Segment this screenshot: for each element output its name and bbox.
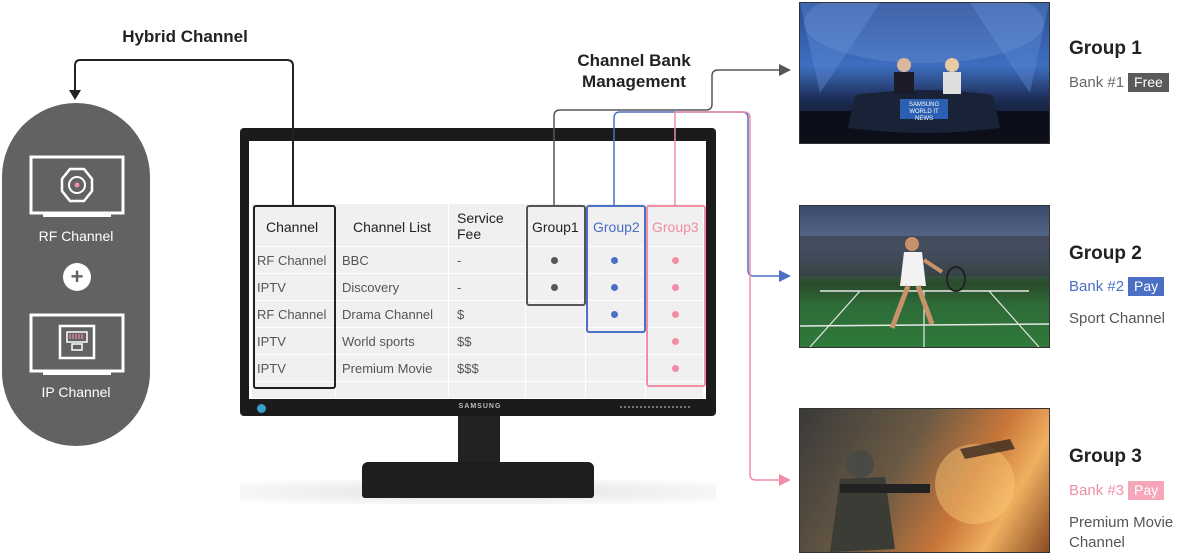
source-pill: RF Channel + IP Channel xyxy=(2,103,150,446)
col-header-group3: Group3 xyxy=(652,219,699,235)
group2-badge: Pay xyxy=(1128,277,1165,296)
news-logo-line2: WORLD IT NEWS xyxy=(909,109,939,122)
row4-channel: IPTV xyxy=(257,334,286,349)
row2-list: Discovery xyxy=(342,280,400,295)
table-divider xyxy=(252,300,703,301)
row1-list: BBC xyxy=(342,253,369,268)
table-col-divider xyxy=(448,204,449,398)
table-divider xyxy=(252,246,703,247)
row3-channel: RF Channel xyxy=(257,307,327,322)
channel-bank-title-line2: Management xyxy=(582,72,686,91)
group2-dot xyxy=(611,284,618,291)
group3-dot xyxy=(672,311,679,318)
row3-list: Drama Channel xyxy=(342,307,434,322)
row1-fee: - xyxy=(457,253,462,268)
channel-bank-title: Channel Bank Management xyxy=(556,50,712,92)
channel-table xyxy=(252,204,703,398)
tennis-image xyxy=(799,205,1050,348)
group1-highlight xyxy=(526,205,586,306)
group2-dot xyxy=(611,257,618,264)
news-studio-image: SAMSUNG WORLD IT NEWS xyxy=(799,2,1050,144)
monitor-buttons xyxy=(620,406,690,411)
group1-bank-label: Bank #1 xyxy=(1069,74,1125,91)
group3-highlight xyxy=(646,205,706,387)
table-col-divider xyxy=(525,204,526,398)
col-header-channel: Channel xyxy=(266,219,319,235)
group3-subtitle-line1: Premium Movie xyxy=(1069,514,1174,531)
news-logo: SAMSUNG WORLD IT NEWS xyxy=(900,102,948,123)
monitor-power-icon xyxy=(257,404,266,413)
group3-subtitle-line2: Channel xyxy=(1069,534,1125,551)
table-divider xyxy=(252,354,703,355)
row1-channel: RF Channel xyxy=(257,253,327,268)
rf-channel-label: RF Channel xyxy=(38,228,114,244)
monitor-brand-logo: SAMSUNG xyxy=(458,403,502,410)
group2-highlight xyxy=(586,205,646,333)
ip-tv-icon xyxy=(29,313,125,384)
group2-dot xyxy=(611,311,618,318)
ip-channel-label: IP Channel xyxy=(41,384,111,400)
col-header-group2: Group2 xyxy=(593,219,640,235)
table-divider xyxy=(252,327,703,328)
rf-tv-icon xyxy=(29,155,125,226)
channel-bank-title-line1: Channel Bank xyxy=(577,51,691,70)
action-movie-image xyxy=(799,408,1050,553)
hybrid-channel-title: Hybrid Channel xyxy=(122,27,248,46)
table-divider xyxy=(252,381,703,382)
monitor-stand-base xyxy=(362,462,594,498)
row3-fee: $ xyxy=(457,307,465,322)
group3-bank-label: Bank #3 xyxy=(1069,482,1125,499)
row4-list: World sports xyxy=(342,334,415,349)
group3-badge: Pay xyxy=(1128,481,1165,500)
group2-subtitle: Sport Channel xyxy=(1069,310,1165,327)
group3-dot xyxy=(672,284,679,291)
plus-icon: + xyxy=(63,263,91,291)
group3-dot xyxy=(672,365,679,372)
group3-dot xyxy=(672,338,679,345)
col-header-fee-line1: Service xyxy=(457,210,504,226)
group1-title: Group 1 xyxy=(1069,38,1142,59)
group2-bank-label: Bank #2 xyxy=(1069,278,1125,295)
row5-fee: $$$ xyxy=(457,361,479,376)
row2-fee: - xyxy=(457,280,462,295)
table-divider xyxy=(252,273,703,274)
group3-subtitle: Premium Movie Channel xyxy=(1069,513,1173,553)
col-header-fee-line2: Fee xyxy=(457,226,482,242)
group2-title: Group 2 xyxy=(1069,243,1142,264)
channel-column-highlight xyxy=(253,205,336,389)
col-header-service-fee: Service Fee xyxy=(457,210,504,242)
news-logo-line1: SAMSUNG xyxy=(908,102,940,108)
col-header-channel-list: Channel List xyxy=(353,219,431,235)
group1-badge: Free xyxy=(1128,73,1169,92)
group1-dot xyxy=(551,257,558,264)
monitor-stand-neck xyxy=(458,416,500,466)
row4-fee: $$ xyxy=(457,334,472,349)
group3-title: Group 3 xyxy=(1069,446,1142,467)
col-header-group1: Group1 xyxy=(532,219,579,235)
group1-dot xyxy=(551,284,558,291)
row5-list: Premium Movie xyxy=(342,361,433,376)
row5-channel: IPTV xyxy=(257,361,286,376)
group3-dot xyxy=(672,257,679,264)
row2-channel: IPTV xyxy=(257,280,286,295)
